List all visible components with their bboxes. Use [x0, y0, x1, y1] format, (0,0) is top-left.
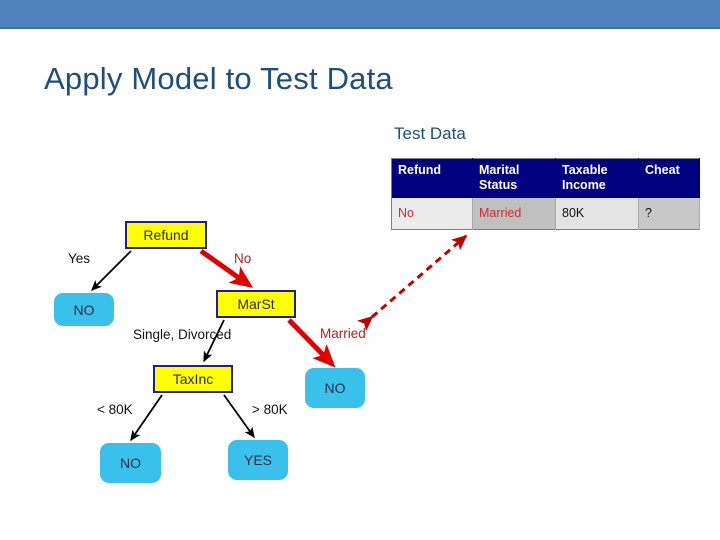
tree-leaf-yes-gt80k-label: YES	[243, 452, 272, 468]
slide-accent-bar-edge	[0, 27, 720, 29]
tree-leaf-no-refund-yes[interactable]: NO	[54, 293, 114, 326]
edge-refund-yes	[90, 250, 132, 292]
table-header-row: Refund Marital Status Taxable Income Che…	[391, 158, 700, 198]
column-header-marital-status: Marital Status	[472, 158, 556, 198]
edge-label-lt-80k: < 80K	[97, 402, 133, 417]
tree-leaf-no-refund-yes-label: NO	[73, 301, 95, 318]
tree-leaf-yes-gt80k[interactable]: YES	[228, 440, 288, 480]
cell-marital-status: Married	[472, 197, 556, 229]
column-header-refund: Refund	[391, 158, 473, 198]
column-header-taxable-income: Taxable Income	[555, 158, 639, 198]
tree-node-marst[interactable]: MarSt	[216, 290, 296, 318]
tree-node-refund-label: Refund	[143, 227, 189, 243]
tree-node-marst-label: MarSt	[237, 296, 275, 312]
tree-node-taxinc[interactable]: TaxInc	[153, 365, 233, 393]
column-header-income-line2: Income	[562, 177, 606, 192]
edge-taxinc-gt80k	[223, 394, 255, 439]
tree-leaf-no-lt80k[interactable]: NO	[100, 443, 161, 483]
column-header-income-line1: Taxable	[562, 163, 608, 177]
edge-label-yes: Yes	[68, 251, 91, 266]
column-header-cheat-line1: Cheat	[645, 163, 680, 177]
column-header-cheat: Cheat	[638, 158, 700, 198]
edge-label-no: No	[234, 251, 252, 266]
column-header-refund-line1: Refund	[398, 163, 442, 177]
edge-testdata-link	[357, 234, 468, 332]
tree-node-refund[interactable]: Refund	[125, 221, 207, 249]
column-header-marital-line2: Status	[479, 177, 518, 192]
edge-taxinc-lt80k	[130, 394, 163, 442]
table-row: No Married 80K ?	[391, 197, 700, 229]
cell-taxable-income: 80K	[555, 197, 639, 229]
slide-accent-bar	[0, 0, 720, 27]
tree-node-taxinc-label: TaxInc	[172, 371, 214, 387]
edge-label-married: Married	[320, 326, 366, 341]
tree-leaf-no-married-label: NO	[324, 380, 346, 396]
test-data-caption: Test Data	[394, 124, 466, 143]
column-header-marital-line1: Marital	[479, 163, 520, 177]
cell-cheat: ?	[638, 197, 700, 229]
page-title: Apply Model to Test Data	[44, 61, 393, 96]
tree-leaf-no-married[interactable]: NO	[305, 368, 365, 408]
edge-label-gt-80k: > 80K	[252, 402, 288, 417]
test-data-table: Refund Marital Status Taxable Income Che…	[391, 158, 700, 230]
cell-refund: No	[391, 197, 473, 229]
edge-label-single-divorced: Single, Divorced	[133, 327, 232, 342]
tree-leaf-no-lt80k-label: NO	[120, 455, 141, 471]
